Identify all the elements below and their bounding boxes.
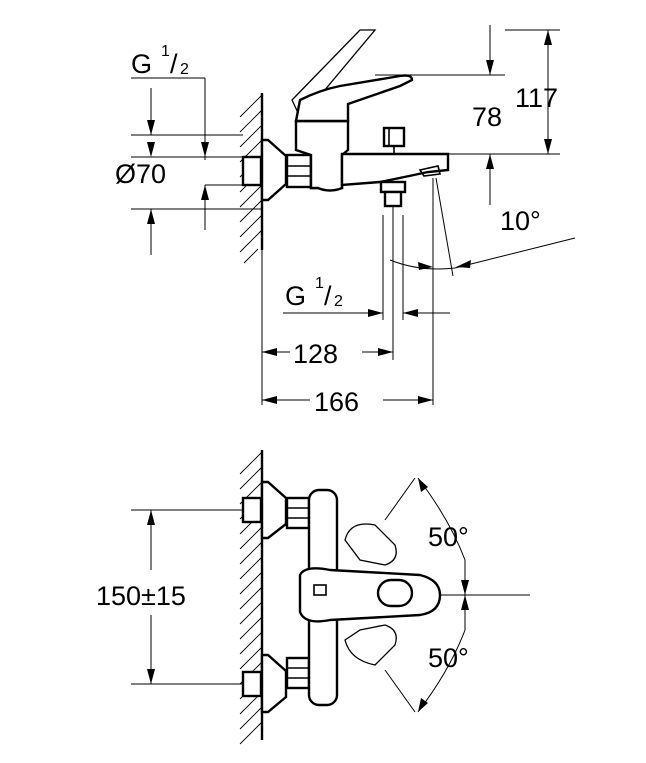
hose-nut: [383, 190, 403, 208]
length-166-label: 166: [314, 387, 359, 417]
hose-outlet: [379, 180, 407, 194]
lever-ghost-down: [344, 624, 397, 666]
thread-bottom-main: G: [285, 281, 306, 311]
distance-label: 150±15: [96, 581, 186, 611]
wall-pipe: [241, 155, 263, 187]
wall-pipe-upper: [241, 496, 263, 524]
nut: [285, 153, 313, 189]
wall-bottom: [239, 450, 264, 745]
diameter-label: Ø70: [115, 159, 166, 189]
side-view: G 1 / 2 Ø70 78 117 10° G 1 / 2 128 166: [115, 25, 576, 417]
front-view: 150±15 50° 50°: [96, 450, 530, 745]
angle-spout-label: 10°: [500, 206, 541, 236]
height-78-label: 78: [472, 102, 502, 132]
svg-text:/: /: [324, 281, 332, 311]
thread-bottom-sup: 1: [315, 275, 324, 292]
spout: [340, 152, 450, 187]
escutcheon-upper: [260, 480, 288, 540]
height-117-label: 117: [515, 83, 558, 113]
escutcheon-lower: [260, 653, 288, 714]
angle-up-label: 50°: [428, 522, 469, 552]
lever-ghost-up: [344, 523, 397, 566]
temperature-indicator: [313, 584, 327, 596]
lever: [294, 74, 414, 123]
svg-text:/: /: [170, 49, 178, 79]
diverter-knob: [382, 126, 406, 148]
angle-down-label: 50°: [428, 643, 469, 673]
length-128-label: 128: [293, 339, 338, 369]
thread-bottom-sub: 2: [334, 293, 343, 310]
lever-handle-opening: [376, 578, 414, 608]
wall-pipe-lower: [241, 670, 263, 698]
thread-top-main: G: [131, 49, 152, 79]
escutcheon: [260, 138, 288, 202]
nut-lower: [285, 656, 311, 690]
nut-upper: [285, 496, 311, 530]
thread-top-sub: 2: [180, 61, 189, 78]
thread-top-sup: 1: [161, 43, 170, 60]
